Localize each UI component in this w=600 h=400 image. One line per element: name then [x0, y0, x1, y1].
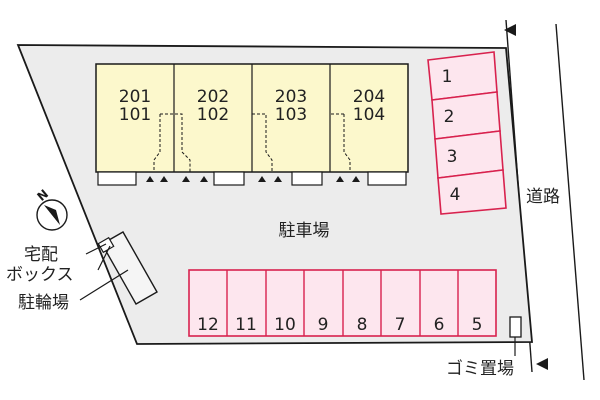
bicycle-parking-label: 駐輪場 [18, 293, 69, 313]
delivery-box-label-line1: 宅配 [24, 245, 58, 265]
bicycle-leader-line [79, 269, 129, 301]
garbage-area-label: ゴミ置場 [446, 358, 514, 379]
unit-upper-number: 202 [197, 87, 229, 107]
parking-space-number: 11 [235, 315, 257, 335]
delivery-box-leader-line [97, 245, 111, 271]
parking-space-number: 2 [444, 107, 455, 127]
entrance-icon [274, 176, 282, 182]
unit-lower-number: 103 [275, 105, 307, 125]
unit-upper-number: 203 [275, 87, 307, 107]
road-edge-line-right [555, 23, 585, 381]
bicycle-parking-area [101, 231, 158, 305]
parking-space-number: 8 [357, 315, 368, 335]
right-parking-spaces: 1 2 3 4 [427, 51, 507, 215]
parking-space-number: 9 [318, 315, 329, 335]
entrance-icon [258, 176, 266, 182]
entrance-icon [336, 176, 344, 182]
delivery-box-label-line2: ボックス [6, 265, 74, 285]
parking-space-number: 4 [450, 185, 461, 205]
entrance-icon [200, 176, 208, 182]
parking-space [437, 169, 507, 215]
road-label: 道路 [526, 187, 560, 207]
unit-upper-number: 204 [353, 87, 385, 107]
unit-lower-number: 102 [197, 105, 229, 125]
parking-space-number: 5 [472, 315, 483, 335]
building: 201 101 202 102 203 103 204 104 [95, 63, 409, 186]
road-arrow-top-icon [504, 24, 516, 36]
entrance-icon [352, 176, 360, 182]
delivery-box-leader-line [85, 243, 107, 255]
parking-space-number: 3 [447, 147, 458, 167]
unit-lower-number: 101 [119, 105, 151, 125]
road-arrow-bottom-icon [536, 358, 548, 370]
bottom-parking-spaces: 12 11 10 9 8 7 6 5 [188, 269, 497, 337]
parking-space-number: 1 [442, 67, 453, 87]
stair-outline [252, 113, 273, 172]
parking-space-number: 12 [197, 315, 219, 335]
porch [291, 171, 323, 186]
unit-lower-number: 104 [353, 105, 385, 125]
unit-upper-number: 201 [119, 87, 151, 107]
garbage-area-shape [509, 316, 522, 338]
parking-space-number: 7 [395, 315, 406, 335]
entrance-icon [146, 176, 154, 182]
entrance-icon [182, 176, 190, 182]
porch [213, 171, 245, 186]
north-compass-icon: N [34, 187, 68, 231]
porch [97, 171, 137, 186]
stair-outline [153, 113, 191, 172]
parking-lot-label: 駐車場 [279, 221, 330, 241]
porch [367, 171, 407, 186]
parking-space-number: 10 [274, 315, 296, 335]
entrance-icon [160, 176, 168, 182]
parking-space-number: 6 [434, 315, 445, 335]
stair-outline [330, 113, 351, 172]
